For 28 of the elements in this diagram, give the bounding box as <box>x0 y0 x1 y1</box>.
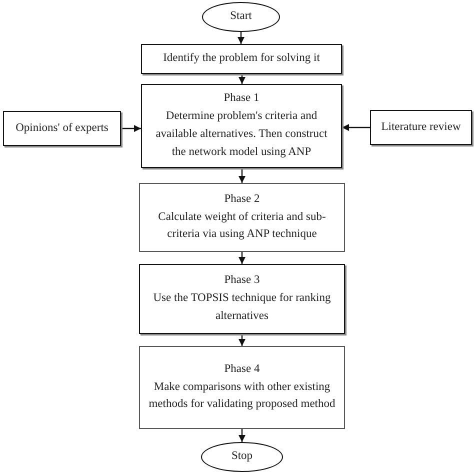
arrow <box>342 124 370 131</box>
phase-heading: Phase 1 <box>224 91 260 106</box>
process-box <box>141 84 342 168</box>
arrow <box>238 334 246 346</box>
node-text: Identify the problem for solving it <box>163 51 320 66</box>
phase-heading: Phase 4 <box>224 362 260 377</box>
node-text: Stop <box>231 449 253 464</box>
node-text: Make comparisons with other existing methods for validating proposed method <box>148 380 336 412</box>
arrow <box>238 429 246 442</box>
node-text: Calculate weight of criteria and sub-criteria via using ANP technique <box>157 210 327 242</box>
arrow <box>238 252 246 264</box>
process-box <box>139 264 345 334</box>
node-text: Literature review <box>381 120 461 135</box>
process-box <box>139 183 345 252</box>
phase-heading: Phase 2 <box>224 192 260 207</box>
arrow <box>238 74 246 84</box>
node-text: Opinions' of experts <box>16 120 108 136</box>
phase-heading: Phase 3 <box>224 273 260 288</box>
arrow <box>121 125 141 132</box>
node-text: Start <box>230 9 252 24</box>
node-text: Determine problem's criteria and available alternatives. Then construct the network model using ANP <box>154 109 328 160</box>
arrow <box>238 168 246 183</box>
node-text: Use the TOPSIS technique for ranking alternatives <box>152 291 332 324</box>
process-box <box>370 110 472 145</box>
process-box <box>139 346 345 429</box>
arrow <box>238 32 244 44</box>
process-box <box>141 44 342 74</box>
process-box <box>3 111 121 146</box>
